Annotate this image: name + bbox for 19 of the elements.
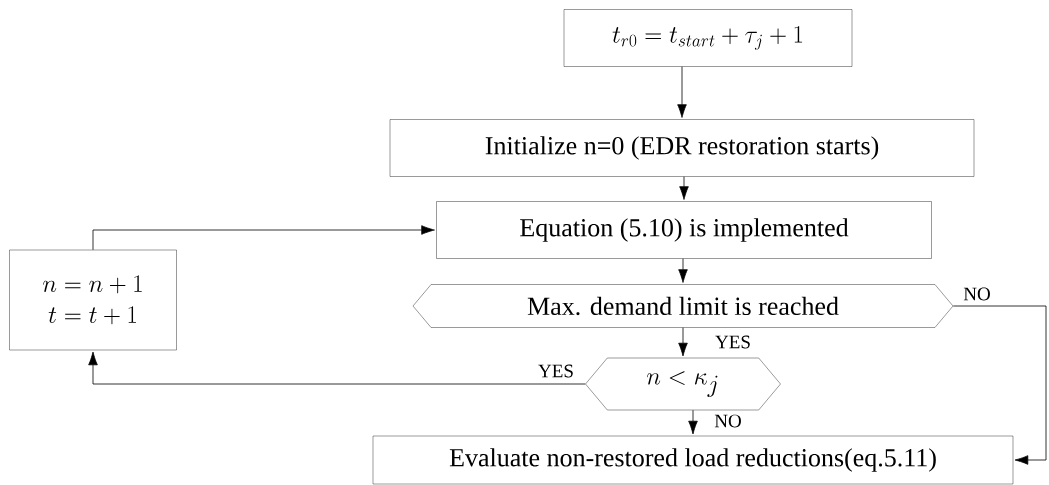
process-box: Equation (5.10) is implemented	[436, 201, 932, 259]
arrow	[952, 305, 1047, 465]
edge-label: YES	[714, 334, 752, 350]
edge-label: NO	[713, 413, 743, 429]
arrow	[679, 176, 689, 200]
arrow	[677, 66, 687, 118]
decision-hexagon: $n<\kappa_{j}$	[585, 357, 781, 411]
arrow	[678, 258, 688, 283]
process-box: Initialize n=0 (EDR restoration starts)	[389, 119, 975, 177]
edge-label: NO	[962, 286, 992, 302]
process-box: $n=n+1$ $t=t+1$	[9, 249, 177, 351]
arrow	[92, 225, 435, 251]
arrow	[688, 409, 698, 435]
arrow	[88, 351, 586, 385]
arrow	[678, 327, 688, 357]
process-box: Evaluate non-restored load reductions(eq.5.11)	[372, 435, 1014, 485]
decision-hexagon: Max. demand limit is reached	[412, 284, 954, 328]
edge-label: YES	[537, 363, 575, 379]
process-box: $t_{r0}=t_{start}+\tau_{j}+1$	[563, 9, 853, 67]
